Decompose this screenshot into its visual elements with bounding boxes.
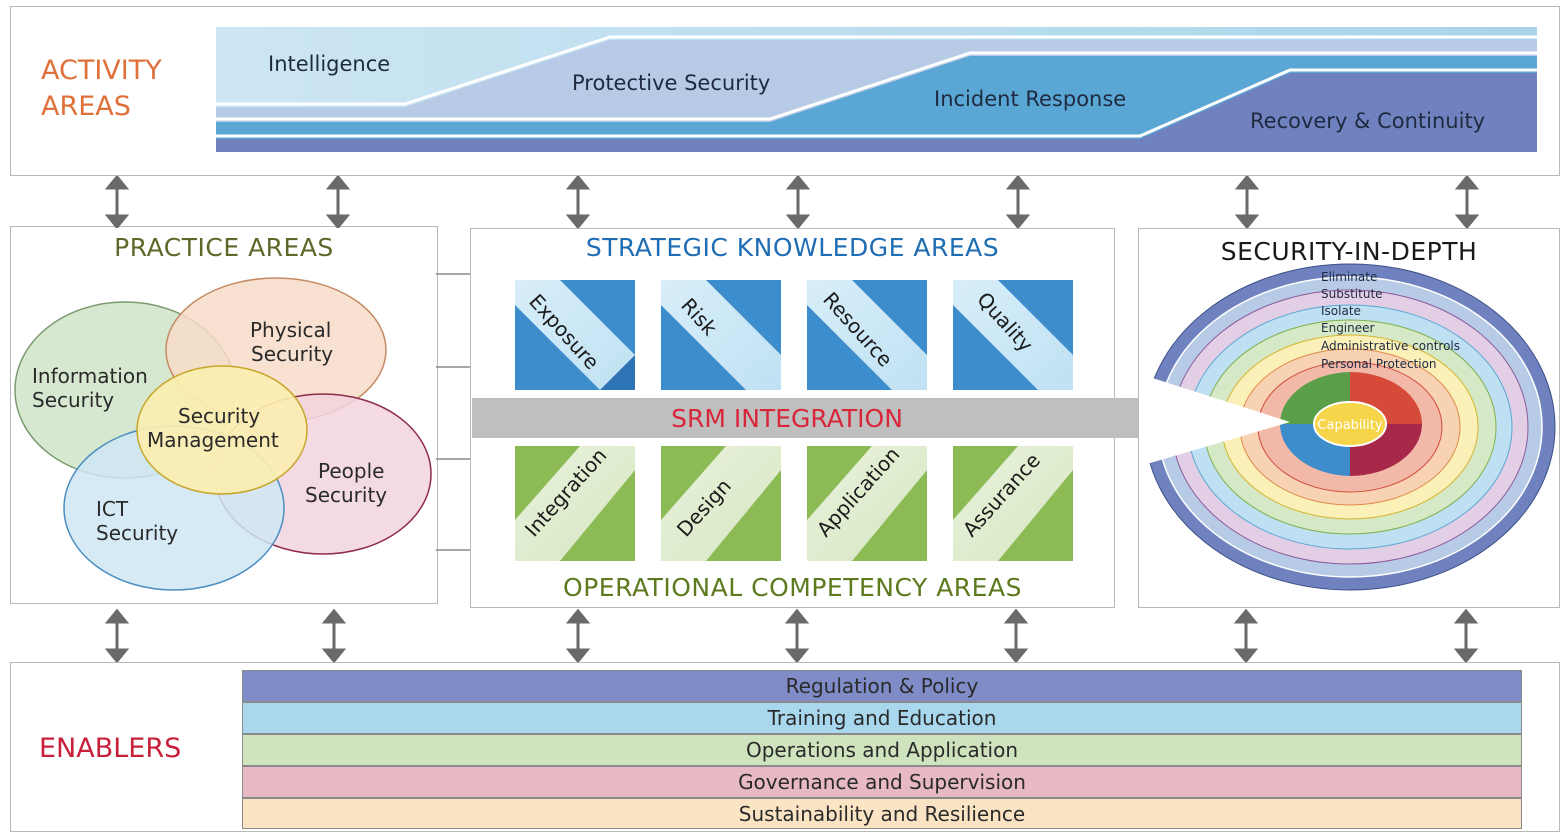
double-arrow [1453,608,1479,664]
capability-label: Capability [1317,418,1382,433]
tile-design [661,446,781,561]
knowledge-tiles: Exposure Risk Resource Quality SRM INTEG… [472,280,1140,561]
activity-areas-label: ACTIVITY AREAS [41,55,162,122]
tile-application [807,446,927,561]
enabler-training-education: Training and Education [242,702,1522,734]
ring-engineer-label: Engineer [1321,321,1375,335]
information-security-line2: Security [32,388,114,412]
tile-resource [807,280,927,390]
double-arrow [1005,176,1031,228]
people-security-line2: Security [305,483,387,507]
double-arrow [104,608,130,664]
double-arrow [104,176,130,228]
strategic-knowledge-title: STRATEGIC KNOWLEDGE AREAS [585,233,1000,262]
double-arrow [1233,608,1259,664]
double-arrows-top [104,176,1480,228]
tile-integration [515,446,635,561]
stage-protective-security-label: Protective Security [572,71,770,95]
stage-intelligence-label: Intelligence [268,52,390,76]
srm-integration-bar [472,398,1140,438]
physical-security-line2: Security [251,342,333,366]
circle-security-management [136,365,308,495]
ict-security-line2: Security [96,521,178,545]
depth-wedge-cutout [1140,374,1290,466]
physical-security-line1: Physical [250,318,331,342]
tile-quality [953,280,1073,390]
practice-areas-title: PRACTICE AREAS [114,233,334,262]
double-arrow [565,176,591,228]
ring-substitute-label: Substitute [1321,287,1383,301]
double-arrow [565,608,591,664]
ring-eliminate-label: Eliminate [1321,270,1377,284]
security-in-depth-rings: Capability Eliminate Substitute Isolate … [1140,263,1556,591]
activity-stages-band: Intelligence Protective Security Inciden… [216,27,1537,155]
operational-competency-title: OPERATIONAL COMPETENCY AREAS [563,573,1022,602]
ring-personal-protection-label: Personal Protection [1321,357,1437,371]
practice-venn-diagram: Information Security Physical Security S… [14,277,432,591]
double-arrow [1003,608,1029,664]
information-security-line1: Information [32,364,148,388]
double-arrows-bottom [104,608,1479,664]
ring-isolate-label: Isolate [1321,304,1361,318]
enablers-label: ENABLERS [39,733,182,764]
capability-core [1313,401,1387,447]
double-arrow [1454,176,1480,228]
enabler-regulation-policy: Regulation & Policy [242,670,1522,702]
ring-administrative-label: Administrative controls [1321,339,1460,353]
enabler-operations-application: Operations and Application [242,734,1522,766]
enabler-sustainability-resilience: Sustainability and Resilience [242,798,1522,829]
tile-risk [661,280,781,390]
double-arrow [325,176,351,228]
security-in-depth-title: SECURITY-IN-DEPTH [1220,237,1478,266]
tile-exposure [515,280,635,390]
ict-security-line1: ICT [96,497,129,521]
double-arrow [321,608,347,664]
double-arrow [1234,176,1260,228]
enabler-governance-supervision: Governance and Supervision [242,766,1522,798]
people-security-line1: People [318,459,384,483]
security-management-line1: Security [178,404,260,428]
double-arrow [784,608,810,664]
srm-integration-label: SRM INTEGRATION [671,404,903,433]
stage-recovery-shape [216,73,1537,152]
tile-assurance [953,446,1073,561]
double-arrow [785,176,811,228]
security-management-line2: Management [147,428,279,452]
stage-incident-response-label: Incident Response [934,87,1126,111]
stage-recovery-continuity-label: Recovery & Continuity [1250,109,1485,133]
